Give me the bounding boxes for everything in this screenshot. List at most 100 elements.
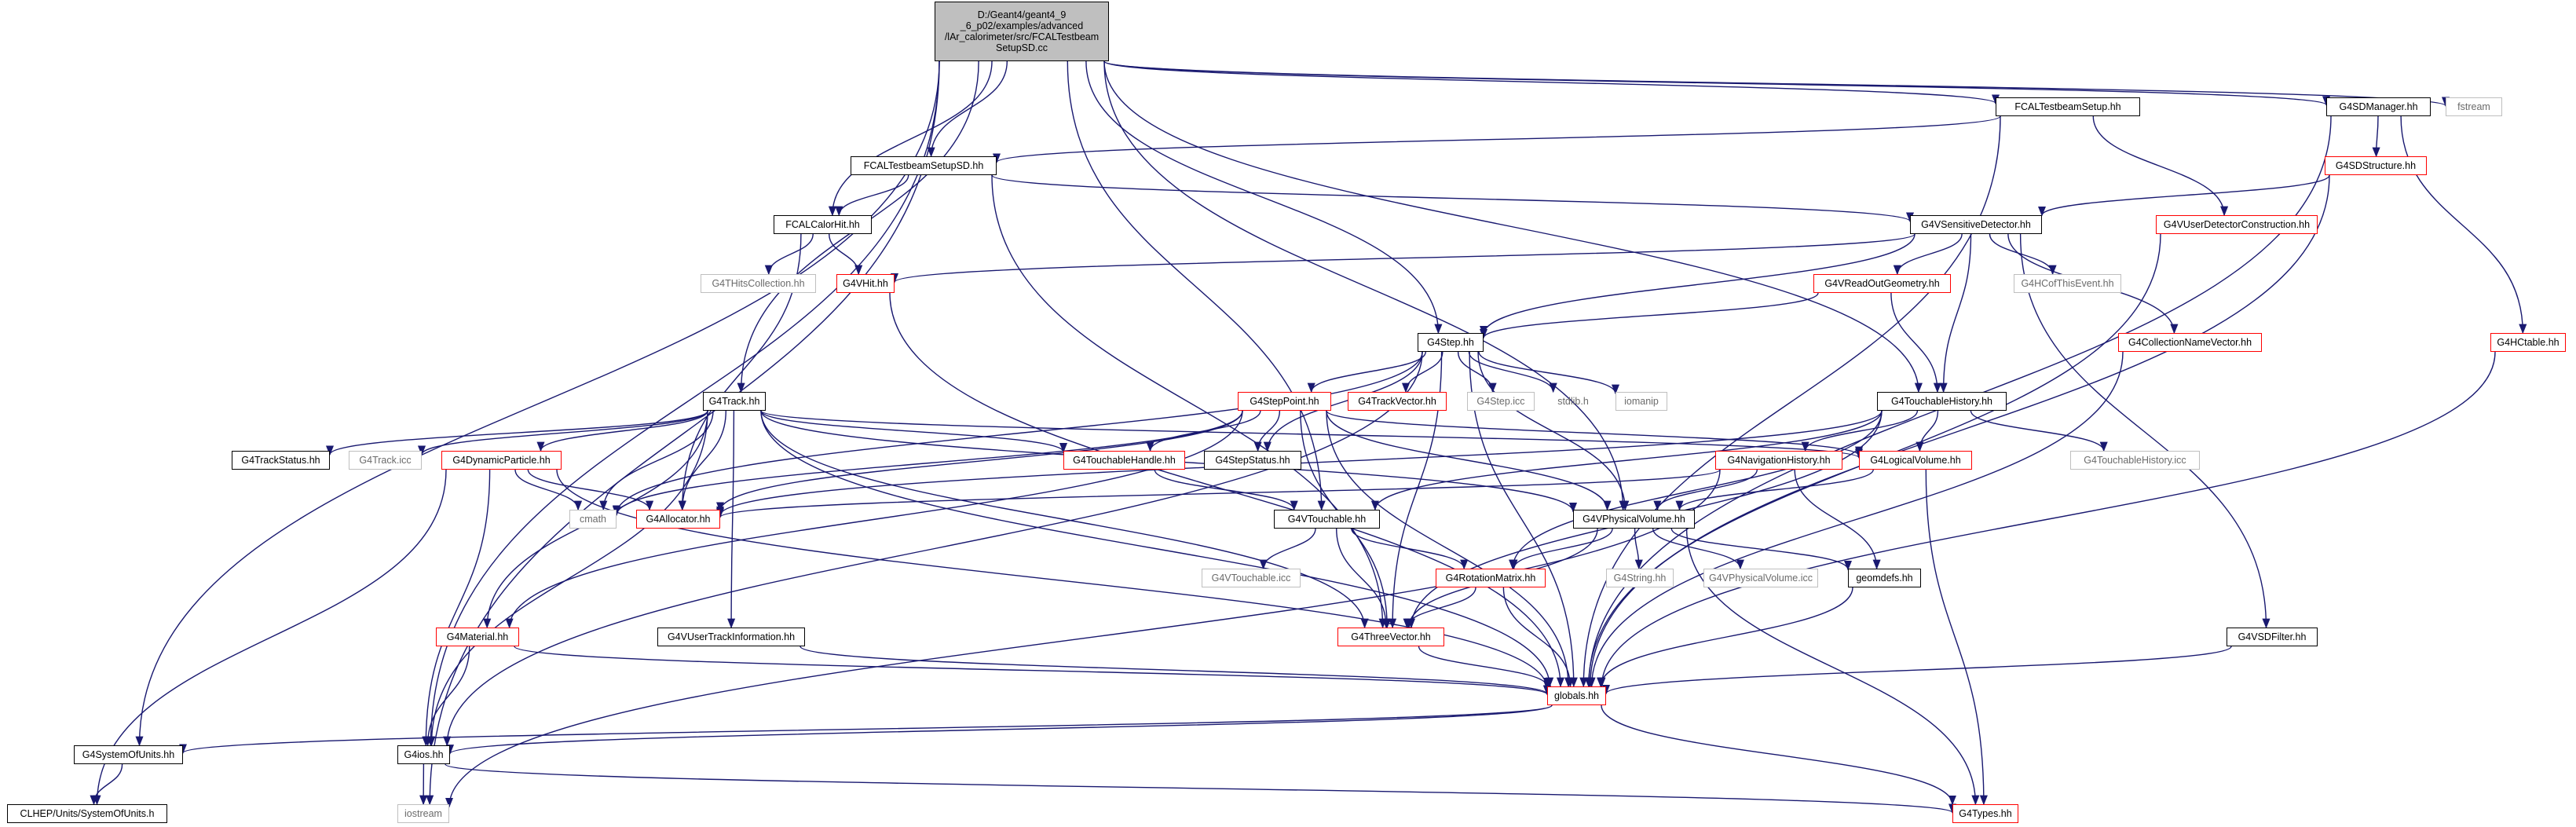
edge-g4navhist-to-iostream bbox=[445, 469, 1721, 808]
node-g4hcofthisevent[interactable]: G4HCofThisEvent.hh bbox=[2014, 274, 2121, 293]
edge-root-to-g4ios bbox=[426, 60, 940, 747]
node-g4material[interactable]: G4Material.hh bbox=[436, 628, 519, 646]
node-g4touchhisticc[interactable]: G4TouchableHistory.icc bbox=[2070, 451, 2200, 470]
edge-g4steppoint-to-cmath bbox=[613, 410, 1243, 517]
edge-g4step-to-g4ios bbox=[443, 351, 1423, 747]
node-root[interactable]: D:/Geant4/geant4_9 _6_p02/examples/advan… bbox=[935, 2, 1109, 61]
edge-g4material-to-g4ios bbox=[423, 646, 470, 747]
edge-root-to-iostream bbox=[426, 60, 940, 806]
node-geomdefs[interactable]: geomdefs.hh bbox=[1848, 569, 1921, 587]
node-globals[interactable]: globals.hh bbox=[1547, 686, 1606, 705]
edge-globals-to-g4types bbox=[1601, 704, 1956, 806]
node-g4logvol[interactable]: G4LogicalVolume.hh bbox=[1859, 451, 1972, 470]
node-g4track[interactable]: G4Track.hh bbox=[703, 392, 766, 411]
edge-root-to-g4vphysvol bbox=[1103, 60, 1627, 511]
edge-g4vsensdet-to-g4touchhist bbox=[1939, 233, 1972, 393]
node-g4sysofunits[interactable]: G4SystemOfUnits.hh bbox=[74, 745, 183, 764]
node-g4steppoint[interactable]: G4StepPoint.hh bbox=[1238, 392, 1331, 411]
node-g4vphysvolicc[interactable]: G4VPhysicalVolume.icc bbox=[1703, 569, 1818, 587]
edge-g4vsdfilter-to-globals bbox=[1602, 646, 2232, 695]
edge-g4navhist-to-g4allocator bbox=[716, 469, 1721, 518]
edge-g4track-to-g4trackicc bbox=[418, 410, 708, 456]
node-clhepsys[interactable]: CLHEP/Units/SystemOfUnits.h bbox=[7, 804, 167, 823]
edge-g4vreadout-to-g4touchhist bbox=[1890, 292, 1941, 393]
edge-root-to-fcalcalorhit bbox=[828, 60, 993, 217]
edge-g4material-to-globals bbox=[514, 646, 1551, 696]
node-g4thitscoll[interactable]: G4THitsCollection.hh bbox=[701, 274, 816, 293]
node-g4touchhandle[interactable]: G4TouchableHandle.hh bbox=[1063, 451, 1185, 470]
edge-g4track-to-g4vusertrackinfo bbox=[727, 410, 736, 629]
node-g4vtouchicc[interactable]: G4VTouchable.icc bbox=[1202, 569, 1301, 587]
edge-g4vsensdet-to-g4vreadout bbox=[1893, 233, 1963, 276]
edge-g4vsensdet-to-g4vhit bbox=[891, 233, 1916, 284]
edge-g4hctable-to-globals bbox=[1597, 351, 2496, 688]
node-g4vusertrackinfo[interactable]: G4VUserTrackInformation.hh bbox=[657, 628, 805, 646]
node-g4vtouchable[interactable]: G4VTouchable.hh bbox=[1274, 510, 1380, 529]
edge-g4touchhist-to-g4navhist bbox=[1801, 410, 1919, 452]
edge-g4steppoint-to-g4stepstatus bbox=[1253, 410, 1281, 452]
node-g4trackstatus[interactable]: G4TrackStatus.hh bbox=[232, 451, 330, 470]
node-iomanip[interactable]: iomanip bbox=[1615, 392, 1667, 411]
edge-g4navhist-to-geomdefs bbox=[1794, 469, 1881, 570]
node-g4collnamevec[interactable]: G4CollectionNameVector.hh bbox=[2118, 333, 2262, 352]
edge-g4vsensdet-to-g4step bbox=[1480, 233, 1916, 336]
node-g4vreadout[interactable]: G4VReadOutGeometry.hh bbox=[1813, 274, 1951, 293]
edge-root-to-g4sysofunits bbox=[135, 60, 940, 747]
node-g4stepstatus[interactable]: G4StepStatus.hh bbox=[1204, 451, 1301, 470]
edge-g4vreadout-to-g4step bbox=[1480, 292, 1819, 339]
edge-g4vphysvol-to-g4types bbox=[1685, 528, 1980, 806]
edge-g4sdstructure-to-g4vsensdet bbox=[2038, 174, 2330, 217]
edge-g4rotmatrix-to-globals bbox=[1502, 587, 1575, 688]
node-g4vhit[interactable]: G4VHit.hh bbox=[836, 274, 895, 293]
node-g4trackicc[interactable]: G4Track.icc bbox=[349, 451, 422, 470]
node-g4dynpart[interactable]: G4DynamicParticle.hh bbox=[441, 451, 562, 470]
node-g4threevector[interactable]: G4ThreeVector.hh bbox=[1337, 628, 1444, 646]
edge-root-to-fcaltsd bbox=[927, 60, 1008, 158]
node-g4touchhist[interactable]: G4TouchableHistory.hh bbox=[1877, 392, 2007, 411]
node-g4vsensdet[interactable]: G4VSensitiveDetector.hh bbox=[1910, 215, 2042, 234]
node-g4ios[interactable]: G4ios.hh bbox=[397, 745, 450, 764]
edge-globals-to-g4ios bbox=[446, 704, 1553, 755]
edge-g4steppoint-to-g4vphysvol bbox=[1326, 410, 1612, 511]
edge-fcalcalorhit-to-g4thitscoll bbox=[764, 233, 814, 276]
edge-fcaltsetup-to-fcaltsd bbox=[993, 115, 2001, 163]
node-fcaltsetup[interactable]: FCALTestbeamSetup.hh bbox=[1996, 97, 2140, 116]
edge-g4step-to-g4steppoint bbox=[1307, 351, 1426, 393]
edge-g4track-to-g4touchhandle bbox=[760, 410, 1067, 453]
node-g4vphysvol[interactable]: G4VPhysicalVolume.hh bbox=[1573, 510, 1695, 529]
node-g4sdstructure[interactable]: G4SDStructure.hh bbox=[2325, 156, 2427, 175]
node-g4vuserdetcon[interactable]: G4VUserDetectorConstruction.hh bbox=[2156, 215, 2318, 234]
edge-g4step-to-g4vphysvol bbox=[1477, 351, 1630, 511]
edge-fcaltsd-to-fcalcalorhit bbox=[835, 174, 909, 217]
edge-g4track-to-g4allocator bbox=[678, 410, 726, 511]
node-g4step[interactable]: G4Step.hh bbox=[1418, 333, 1484, 352]
node-g4navhist[interactable]: G4NavigationHistory.hh bbox=[1715, 451, 1842, 470]
node-g4types[interactable]: G4Types.hh bbox=[1952, 804, 2018, 823]
node-g4string[interactable]: G4String.hh bbox=[1606, 569, 1674, 587]
node-cmath[interactable]: cmath bbox=[569, 510, 617, 529]
node-stdlib[interactable]: stdlib.h bbox=[1557, 395, 1589, 407]
edge-g4track-to-globals bbox=[760, 410, 1554, 688]
edge-g4sdmanager-to-g4sdstructure bbox=[2372, 115, 2380, 158]
node-g4allocator[interactable]: G4Allocator.hh bbox=[636, 510, 720, 529]
edge-g4ios-to-g4types bbox=[445, 763, 1956, 814]
edge-root-to-g4vtouchable bbox=[1067, 60, 1326, 511]
edge-g4dynpart-to-cmath bbox=[514, 469, 583, 511]
edge-root-to-g4touchhist bbox=[1103, 60, 1923, 393]
node-g4sdmanager[interactable]: G4SDManager.hh bbox=[2326, 97, 2431, 116]
edge-g4touchhandle-to-g4vtouchable bbox=[1154, 469, 1298, 511]
node-iostream[interactable]: iostream bbox=[397, 804, 449, 823]
node-g4rotmatrix[interactable]: G4RotationMatrix.hh bbox=[1436, 569, 1546, 587]
node-fcalcalorhit[interactable]: FCALCalorHit.hh bbox=[774, 215, 872, 234]
edge-g4step-to-globals bbox=[1469, 351, 1578, 688]
node-g4stepicc[interactable]: G4Step.icc bbox=[1467, 392, 1535, 411]
node-fcaltsd[interactable]: FCALTestbeamSetupSD.hh bbox=[851, 156, 997, 175]
edge-g4logvol-to-g4types bbox=[1925, 469, 1988, 806]
node-g4vsdfilter[interactable]: G4VSDFilter.hh bbox=[2227, 628, 2318, 646]
node-fstream[interactable]: fstream bbox=[2446, 97, 2502, 116]
node-g4hctable[interactable]: G4HCtable.hh bbox=[2490, 333, 2566, 352]
node-g4trackvector[interactable]: G4TrackVector.hh bbox=[1348, 392, 1447, 411]
edge-g4vtouchable-to-g4threevector bbox=[1336, 528, 1391, 629]
edge-g4track-to-g4trackstatus bbox=[326, 410, 708, 456]
edge-g4threevector-to-globals bbox=[1418, 646, 1551, 688]
